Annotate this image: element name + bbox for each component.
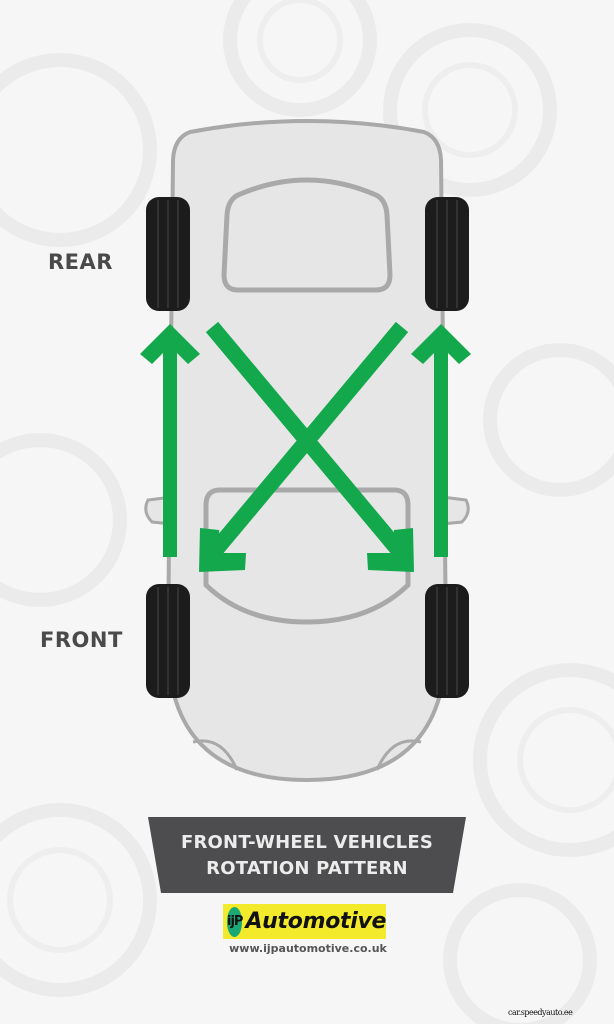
logo-name: Automotive bbox=[245, 909, 387, 934]
ijp-automotive-logo: ijP Automotive bbox=[223, 904, 386, 939]
tire-rear-right bbox=[425, 197, 469, 311]
watermark: car.speedyauto.ee bbox=[508, 1008, 573, 1017]
right-headlight bbox=[375, 739, 422, 771]
banner-title: FRONT-WHEEL VEHICLES ROTATION PATTERN bbox=[148, 830, 466, 882]
arrow-front-left-to-rear-left bbox=[140, 324, 200, 557]
arrow-front-right-to-rear-right bbox=[411, 324, 471, 557]
right-mirror bbox=[440, 495, 470, 526]
banner-shape bbox=[148, 817, 466, 893]
left-headlight bbox=[192, 739, 239, 771]
logo-badge-icon: ijP bbox=[227, 906, 243, 937]
title-line-2: ROTATION PATTERN bbox=[206, 858, 408, 879]
rear-window bbox=[221, 177, 393, 293]
windshield bbox=[203, 487, 411, 625]
title-line-1: FRONT-WHEEL VEHICLES bbox=[181, 832, 433, 853]
tire-rear-left bbox=[146, 197, 190, 311]
arrowhead-front-right bbox=[367, 528, 414, 572]
tire-front-right bbox=[425, 584, 469, 698]
tire-front-left bbox=[146, 584, 190, 698]
front-label: FRONT bbox=[40, 628, 123, 652]
website-url: www.ijpautomotive.co.uk bbox=[229, 942, 387, 955]
title-banner: FRONT-WHEEL VEHICLES ROTATION PATTERN bbox=[148, 817, 466, 893]
car-diagram bbox=[140, 119, 471, 783]
arrowhead-front-left bbox=[199, 528, 246, 572]
arrow-rear-right-to-front-left bbox=[207, 321, 409, 558]
rear-label: REAR bbox=[48, 250, 113, 274]
